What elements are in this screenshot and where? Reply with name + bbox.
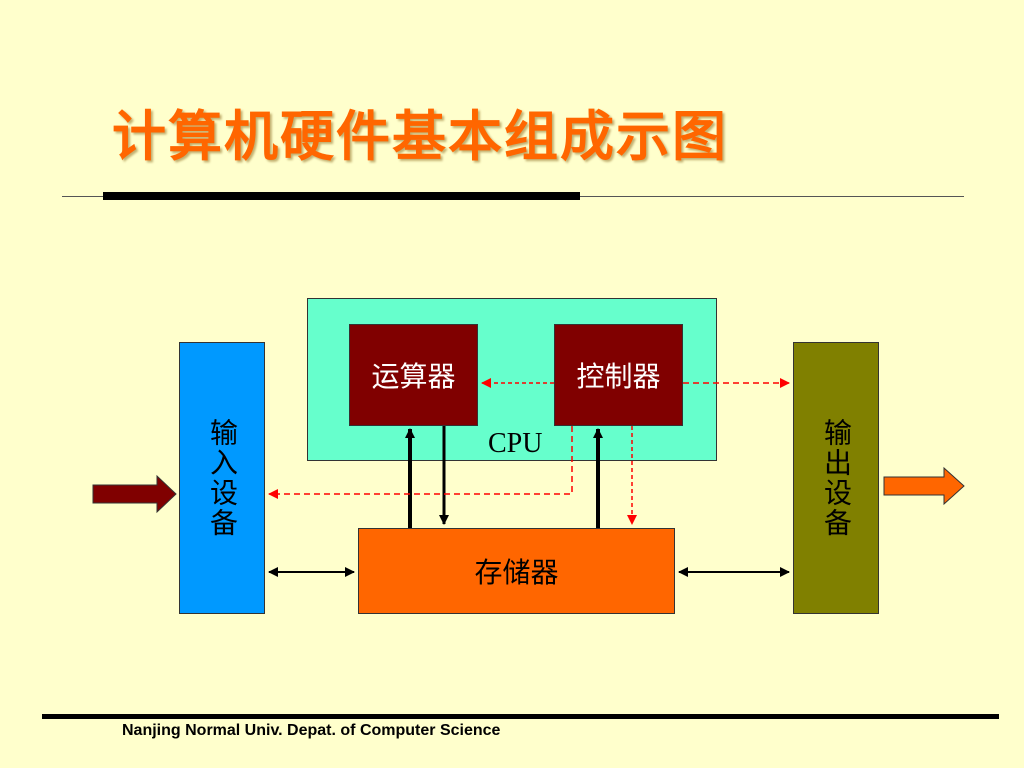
output-device-label: 输出设备 [820,418,853,538]
memory-label: 存储器 [474,556,559,589]
input-device-label: 输入设备 [206,418,239,538]
output-device-box: 输出设备 [793,342,879,614]
title-underline-thick [103,192,580,200]
memory-box: 存储器 [358,528,675,614]
alu-label: 运算器 [371,360,456,393]
cpu-label: CPU [488,428,543,459]
control-unit-box: 控制器 [554,324,683,426]
input-device-box: 输入设备 [179,342,265,614]
control-unit-label: 控制器 [576,360,661,393]
footer-rule [42,714,999,719]
external-input-arrow [92,474,177,514]
control-to-input-signal [268,426,573,499]
footer-text: Nanjing Normal Univ. Depat. of Computer … [122,722,501,739]
external-output-arrow [883,466,965,506]
alu-box: 运算器 [349,324,478,426]
slide-title: 计算机硬件基本组成示图 [112,105,728,168]
